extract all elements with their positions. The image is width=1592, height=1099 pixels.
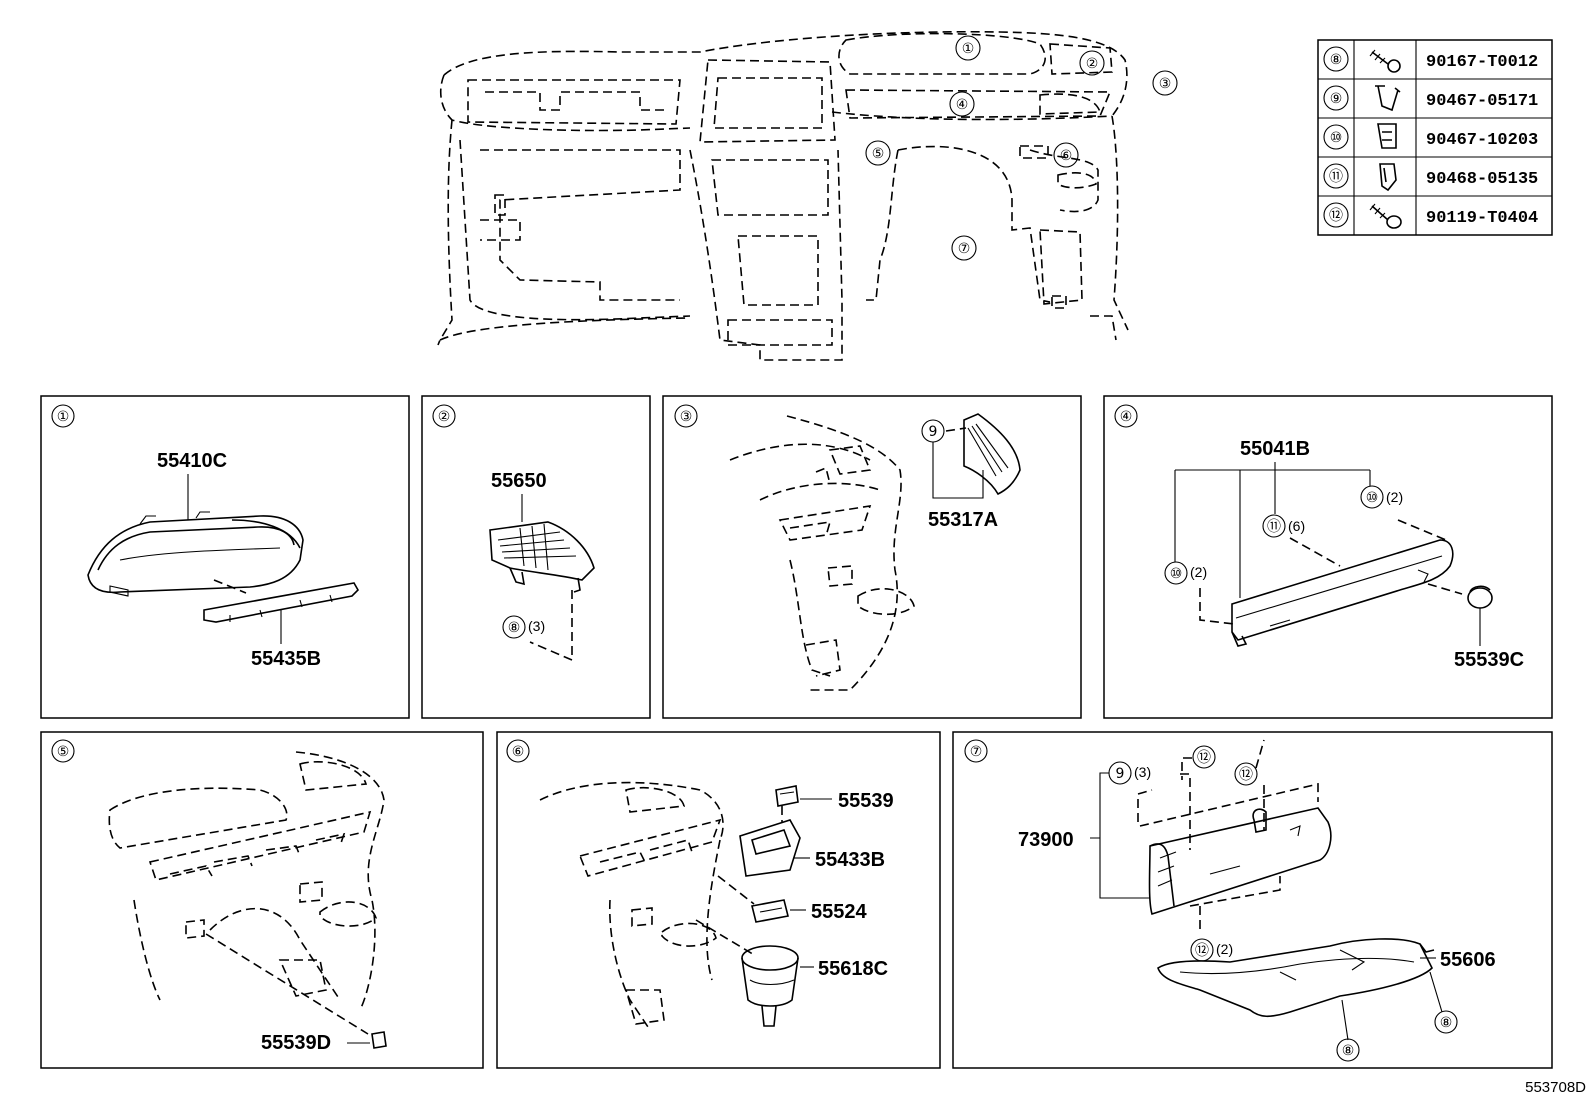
svg-text:⑪: ⑪ [1329,169,1343,185]
clip-icon [1379,163,1397,192]
dash-center-sketch [539,781,724,1031]
panel-ref: ⑦ [970,744,983,760]
part-label-55650: 55650 [491,470,547,492]
panel-ref: ① [57,409,70,425]
part-label-73900: 73900 [1018,829,1074,851]
panel-6: ⑥ 55539 55433B 555 [496,731,941,1069]
part-label-55539: 55539 [838,790,894,812]
part-label-55041B: 55041B [1240,438,1310,460]
svg-text:90467-05171: 90467-05171 [1426,92,1538,111]
part-label-55435B: 55435B [251,648,321,670]
svg-text:⑧: ⑧ [1330,52,1343,68]
table-row: ⑧ 90167-T0012 [1323,46,1538,73]
callout-2: ② [1086,56,1099,72]
table-row: ⑨ 90467-05171 [1323,85,1538,112]
panel-2: ② 55650 ⑧ (3) [421,395,651,719]
table-row: ⑪ 90468-05135 [1323,163,1538,192]
svg-text:90467-10203: 90467-10203 [1426,131,1538,150]
svg-text:⑫: ⑫ [1329,208,1343,224]
switch-module [775,785,799,807]
panel-ref: ④ [1120,409,1133,425]
panel-ref: ⑤ [57,744,70,760]
drawing-code: 553708D [1525,1079,1586,1096]
fastener-ref-9: 9 [929,424,938,440]
fastener-ref-9: 9 [1116,766,1125,782]
svg-text:⑩: ⑩ [1330,130,1343,146]
fastener-ref-10: ⑩ [1366,490,1379,506]
clip-icon [1375,85,1401,112]
fastener-qty: (2) [1216,941,1233,957]
fastener-ref-10: ⑩ [1170,566,1183,582]
side-cover [963,413,1021,496]
panel-ref: ⑥ [512,744,525,760]
fastener-ref-11: ⑪ [1267,519,1281,535]
part-label-55317A: 55317A [928,509,998,531]
part-label-55433B: 55433B [815,849,885,871]
dash-left-sketch [108,751,385,1011]
panel-1: ① 55410C 55435B [40,395,410,719]
callout-4: ④ [956,97,969,113]
fastener-qty: (2) [1190,564,1207,580]
dash-corner-sketch [729,415,915,691]
svg-text:90119-T0404: 90119-T0404 [1426,209,1538,228]
fastener-qty: (3) [1134,764,1151,780]
glove-box [1148,807,1332,916]
callout-1: ① [962,41,975,57]
panel-ref: ③ [680,409,693,425]
svg-text:90167-T0012: 90167-T0012 [1426,53,1538,72]
panel-3: ③ 9 55317A [662,395,1082,719]
panel-4: ④ 55041B ⑩ (2) ⑪ (6) ⑩ (2) 55539C [1103,395,1553,719]
fastener-ref-8: ⑧ [1342,1043,1355,1059]
panel-5: ⑤ 55539D [40,731,484,1069]
clip-icon [1377,123,1397,149]
fastener-qty: (3) [528,618,545,634]
part-label-55539D: 55539D [261,1032,331,1054]
cluster-trim-strip [203,582,359,623]
dashboard-overview [437,30,1129,361]
fastener-ref-12: ⑫ [1239,767,1253,783]
callout-6: ⑥ [1060,148,1073,164]
fastener-ref-12: ⑫ [1195,943,1209,959]
table-row: ⑩ 90467-10203 [1323,123,1538,150]
instrument-cluster [87,511,304,597]
fastener-table: ⑧ 90167-T0012 ⑨ 90467-05171 ⑩ 90467-1020… [1317,39,1553,236]
small-box [751,899,789,923]
overview-callouts: ① ② ③ ④ ⑤ ⑥ ⑦ [865,35,1178,261]
storage-tray [739,819,801,877]
part-label-55410C: 55410C [157,450,227,472]
air-vent [489,521,595,593]
svg-text:90468-05135: 90468-05135 [1426,170,1538,189]
panel-7: ⑦ 9 (3) ⑫ ⑫ 73900 ⑫ (2) [952,731,1553,1069]
screw-icon [1369,203,1402,229]
knob-cap [1467,585,1493,609]
callout-7: ⑦ [958,241,971,257]
fastener-ref-8: ⑧ [508,620,521,636]
fastener-ref-12: ⑫ [1197,750,1211,766]
fastener-qty: (2) [1386,489,1403,505]
screw-icon [1369,49,1401,73]
under-cover [1157,938,1435,1018]
part-label-55524: 55524 [811,901,867,923]
svg-text:⑨: ⑨ [1330,91,1343,107]
table-row: ⑫ 90119-T0404 [1323,202,1538,229]
cup-holder [741,945,799,1027]
fastener-qty: (6) [1288,518,1305,534]
part-label-55606: 55606 [1440,949,1496,971]
fastener-ref-8: ⑧ [1440,1015,1453,1031]
callout-5: ⑤ [872,146,885,162]
panel-ref: ② [438,409,451,425]
part-label-55618C: 55618C [818,958,888,980]
callout-3: ③ [1159,76,1172,92]
trim-panel [1231,539,1454,647]
part-label-55539C: 55539C [1454,649,1524,671]
small-switch-cap [371,1031,387,1049]
